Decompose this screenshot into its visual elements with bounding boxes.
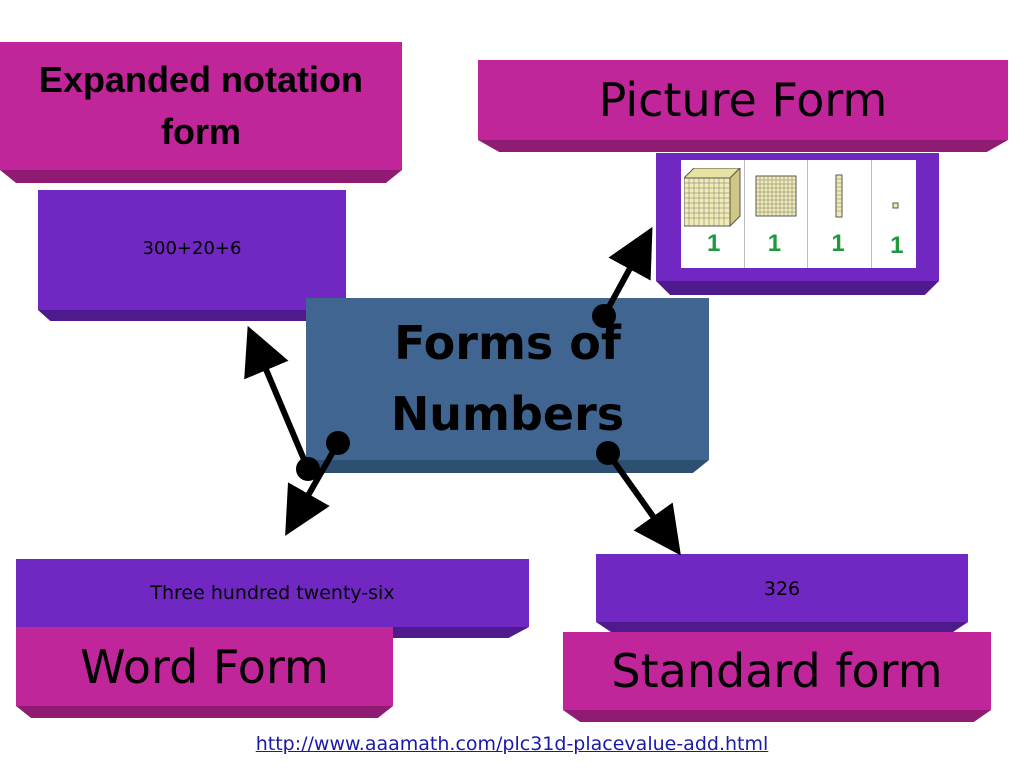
tens-cell: 1 [808,160,873,268]
standard-title: Standard form [611,644,943,698]
picture-title-bevel [478,140,1008,152]
tens-digit: 1 [831,230,845,257]
word-title-bevel [16,706,393,718]
place-value-blocks-image: 1 1 1 1 [681,160,916,268]
arrow-to-standard [596,441,681,556]
hundred-flat-icon [755,175,797,217]
standard-value-bevel [596,622,968,632]
word-value: Three hundred twenty-six [150,582,395,604]
standard-title-box: Standard form [563,632,991,710]
word-title: Word Form [80,639,329,694]
word-value-box: Three hundred twenty-six [16,559,529,627]
picture-title-box: Picture Form [478,60,1008,140]
source-link[interactable]: http://www.aaamath.com/plc31d-placevalue… [255,733,769,755]
ones-cell: 1 [872,160,916,268]
picture-title: Picture Form [598,73,888,127]
expanded-value-bevel [38,310,346,321]
thousands-cell: 1 [681,160,745,268]
standard-value: 326 [763,578,801,600]
expanded-title: Expanded notation form [39,58,363,152]
hundreds-cell: 1 [745,160,809,268]
center-title: Forms of Numbers [390,315,625,441]
ones-digit: 1 [890,232,904,259]
thousands-digit: 1 [707,230,721,257]
thousand-cube-icon [684,168,741,228]
standard-value-box: 326 [596,554,968,622]
hundreds-digit: 1 [767,230,782,257]
center-box: Forms of Numbers [306,298,709,460]
expanded-value: 300+20+6 [142,238,242,259]
one-unit-icon [892,202,899,209]
expanded-title-bevel [0,170,402,183]
arrow-to-expanded [244,325,320,481]
word-title-box: Word Form [16,627,393,706]
picture-frame-bevel [656,281,939,295]
expanded-value-box: 300+20+6 [38,190,346,310]
arrow-to-word [285,431,350,536]
ten-rod-icon [835,174,843,218]
arrow-to-picture [592,226,653,328]
standard-title-bevel [563,710,991,722]
expanded-title-box: Expanded notation form [0,42,402,170]
